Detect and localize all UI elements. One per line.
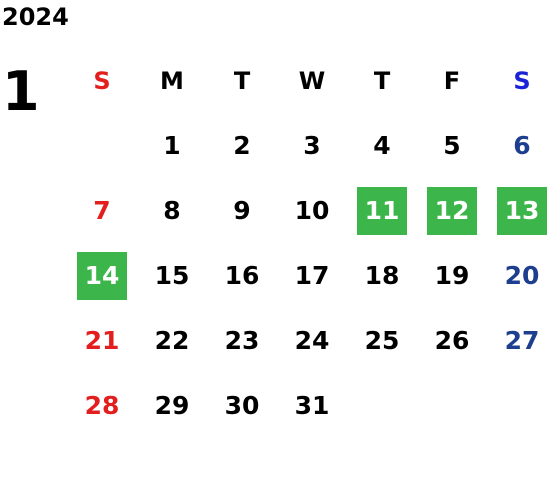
week-row: 14 15 16 17 18 19 20 xyxy=(67,243,548,308)
day-cell: 11 xyxy=(347,178,417,243)
weekday-monday: M xyxy=(160,66,184,95)
day-cell: 8 xyxy=(163,196,181,225)
day-cell: 27 xyxy=(504,326,540,355)
week-row: 21 22 23 24 25 26 27 xyxy=(67,308,548,373)
day-cell: 24 xyxy=(294,326,330,355)
day-cell: 3 xyxy=(303,131,321,160)
month-label: 1 xyxy=(2,60,40,123)
highlighted-day: 13 xyxy=(497,186,547,235)
highlighted-day: 14 xyxy=(77,251,127,300)
day-cell: 29 xyxy=(154,391,190,420)
empty-day-cell xyxy=(417,373,487,438)
weekday-sunday: S xyxy=(93,66,111,95)
week-row: 7 8 9 10 11 12 13 xyxy=(67,178,548,243)
day-cell: 30 xyxy=(224,391,260,420)
day-cell: 12 xyxy=(417,178,487,243)
year-label: 2024 xyxy=(2,3,69,31)
week-row: 28 29 30 31 xyxy=(67,373,548,438)
day-cell: 13 xyxy=(487,178,548,243)
week-row: 1 2 3 4 5 6 xyxy=(67,113,548,178)
day-cell: 2 xyxy=(233,131,251,160)
weekday-tuesday: T xyxy=(233,66,251,95)
empty-day-cell xyxy=(67,113,137,178)
highlighted-day: 11 xyxy=(357,186,407,235)
day-cell: 31 xyxy=(294,391,330,420)
day-cell: 7 xyxy=(93,196,111,225)
day-cell: 21 xyxy=(84,326,120,355)
day-cell: 16 xyxy=(224,261,260,290)
day-cell: 6 xyxy=(513,131,531,160)
day-cell: 5 xyxy=(443,131,461,160)
day-cell: 9 xyxy=(233,196,251,225)
day-cell: 19 xyxy=(434,261,470,290)
day-cell: 1 xyxy=(163,131,181,160)
highlighted-day: 12 xyxy=(427,186,477,235)
weekday-header-row: S M T W T F S xyxy=(67,48,548,113)
day-cell: 4 xyxy=(373,131,391,160)
day-cell: 28 xyxy=(84,391,120,420)
day-cell: 20 xyxy=(504,261,540,290)
weekday-wednesday: W xyxy=(298,66,326,95)
day-cell: 15 xyxy=(154,261,190,290)
empty-day-cell xyxy=(347,373,417,438)
day-cell: 22 xyxy=(154,326,190,355)
day-cell: 10 xyxy=(294,196,330,225)
day-cell: 23 xyxy=(224,326,260,355)
weekday-saturday: S xyxy=(513,66,531,95)
day-cell: 25 xyxy=(364,326,400,355)
day-cell: 18 xyxy=(364,261,400,290)
weekday-thursday: T xyxy=(373,66,391,95)
empty-day-cell xyxy=(487,373,548,438)
weekday-friday: F xyxy=(443,66,461,95)
day-cell: 26 xyxy=(434,326,470,355)
day-cell: 14 xyxy=(67,243,137,308)
day-cell: 17 xyxy=(294,261,330,290)
